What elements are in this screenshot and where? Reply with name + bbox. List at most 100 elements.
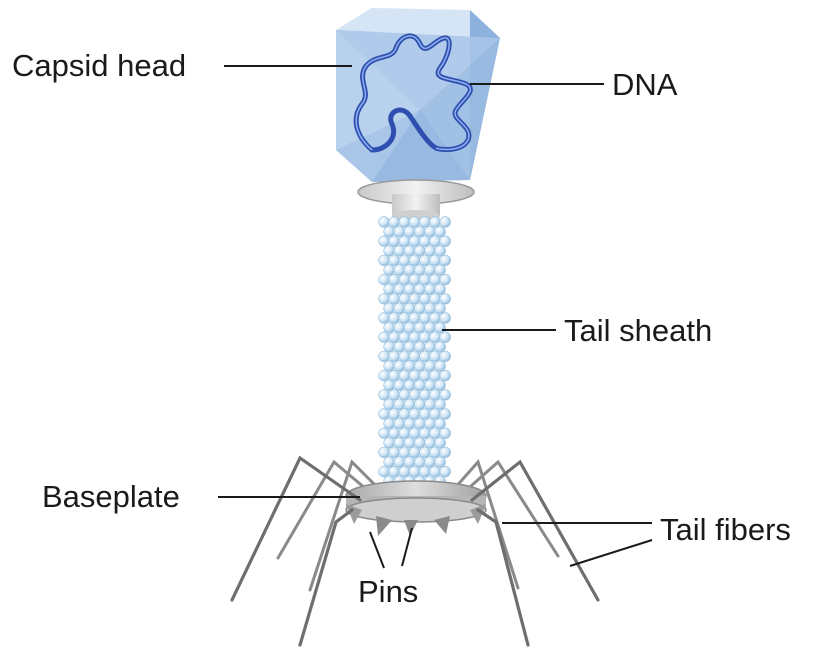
- sheath-bead: [379, 447, 390, 458]
- sheath-bead: [414, 457, 425, 468]
- sheath-bead: [404, 341, 415, 352]
- sheath-bead: [399, 293, 410, 304]
- pins-label: Pins: [358, 574, 418, 609]
- sheath-bead: [440, 389, 451, 400]
- sheath-bead: [409, 447, 420, 458]
- sheath-bead: [440, 351, 451, 362]
- sheath-bead: [379, 293, 390, 304]
- sheath-bead: [440, 332, 451, 343]
- sheath-bead: [414, 399, 425, 410]
- sheath-bead: [430, 313, 441, 324]
- sheath-bead: [404, 303, 415, 314]
- sheath-bead: [419, 293, 430, 304]
- sheath-bead: [435, 245, 446, 256]
- sheath-bead: [425, 361, 436, 372]
- sheath-bead: [430, 217, 441, 228]
- tail-fiber: [478, 510, 528, 645]
- sheath-bead: [435, 361, 446, 372]
- sheath-bead: [399, 447, 410, 458]
- sheath-bead: [389, 217, 400, 228]
- sheath-bead: [435, 322, 446, 333]
- sheath-bead: [384, 303, 395, 314]
- sheath-bead: [379, 370, 390, 381]
- capsid-head: [336, 8, 500, 182]
- sheath-bead: [384, 245, 395, 256]
- sheath-bead: [419, 236, 430, 247]
- sheath-bead: [399, 428, 410, 439]
- sheath-bead: [440, 409, 451, 420]
- sheath-bead: [394, 303, 405, 314]
- sheath-bead: [399, 255, 410, 266]
- sheath-bead: [430, 293, 441, 304]
- sheath-bead: [409, 255, 420, 266]
- sheath-bead: [399, 332, 410, 343]
- sheath-bead: [425, 226, 436, 237]
- tail-fibers-label: Tail fibers: [660, 512, 791, 547]
- sheath-bead: [435, 399, 446, 410]
- sheath-bead: [409, 274, 420, 285]
- sheath-bead: [419, 428, 430, 439]
- sheath-bead: [379, 274, 390, 285]
- sheath-bead: [440, 217, 451, 228]
- sheath-bead: [409, 236, 420, 247]
- sheath-bead: [435, 284, 446, 295]
- sheath-bead: [425, 303, 436, 314]
- sheath-bead: [430, 447, 441, 458]
- tail-sheath: [379, 217, 451, 487]
- sheath-bead: [404, 418, 415, 429]
- sheath-bead: [399, 236, 410, 247]
- sheath-bead: [404, 380, 415, 391]
- dna-label: DNA: [612, 67, 678, 102]
- tail-fiber: [300, 510, 352, 645]
- sheath-bead: [384, 418, 395, 429]
- sheath-bead: [404, 437, 415, 448]
- sheath-bead: [384, 341, 395, 352]
- sheath-bead: [425, 457, 436, 468]
- sheath-bead: [435, 226, 446, 237]
- sheath-bead: [384, 265, 395, 276]
- sheath-bead: [404, 457, 415, 468]
- sheath-bead: [425, 380, 436, 391]
- sheath-bead: [419, 389, 430, 400]
- sheath-bead: [435, 303, 446, 314]
- sheath-bead: [379, 217, 390, 228]
- sheath-bead: [430, 255, 441, 266]
- sheath-bead: [409, 466, 420, 477]
- sheath-bead: [384, 380, 395, 391]
- sheath-bead: [419, 447, 430, 458]
- sheath-bead: [389, 293, 400, 304]
- sheath-bead: [409, 351, 420, 362]
- sheath-bead: [394, 399, 405, 410]
- sheath-bead: [435, 265, 446, 276]
- sheath-bead: [409, 217, 420, 228]
- baseplate-label: Baseplate: [42, 479, 180, 514]
- sheath-bead: [435, 418, 446, 429]
- sheath-bead: [379, 409, 390, 420]
- sheath-bead: [435, 341, 446, 352]
- pins-leader: [370, 532, 384, 568]
- sheath-bead: [414, 245, 425, 256]
- sheath-bead: [425, 399, 436, 410]
- sheath-bead: [430, 428, 441, 439]
- sheath-bead: [419, 255, 430, 266]
- capsid-head-label: Capsid head: [12, 48, 186, 83]
- sheath-bead: [384, 284, 395, 295]
- sheath-bead: [404, 265, 415, 276]
- sheath-bead: [394, 265, 405, 276]
- sheath-bead: [399, 389, 410, 400]
- sheath-bead: [414, 226, 425, 237]
- sheath-bead: [389, 255, 400, 266]
- sheath-bead: [404, 361, 415, 372]
- sheath-bead: [399, 217, 410, 228]
- sheath-bead: [440, 370, 451, 381]
- sheath-bead: [409, 409, 420, 420]
- sheath-bead: [394, 418, 405, 429]
- sheath-bead: [409, 389, 420, 400]
- sheath-bead: [414, 418, 425, 429]
- sheath-bead: [430, 236, 441, 247]
- tail-fibers-leader-2: [570, 540, 652, 566]
- sheath-bead: [394, 284, 405, 295]
- sheath-bead: [384, 457, 395, 468]
- collar: [358, 180, 474, 222]
